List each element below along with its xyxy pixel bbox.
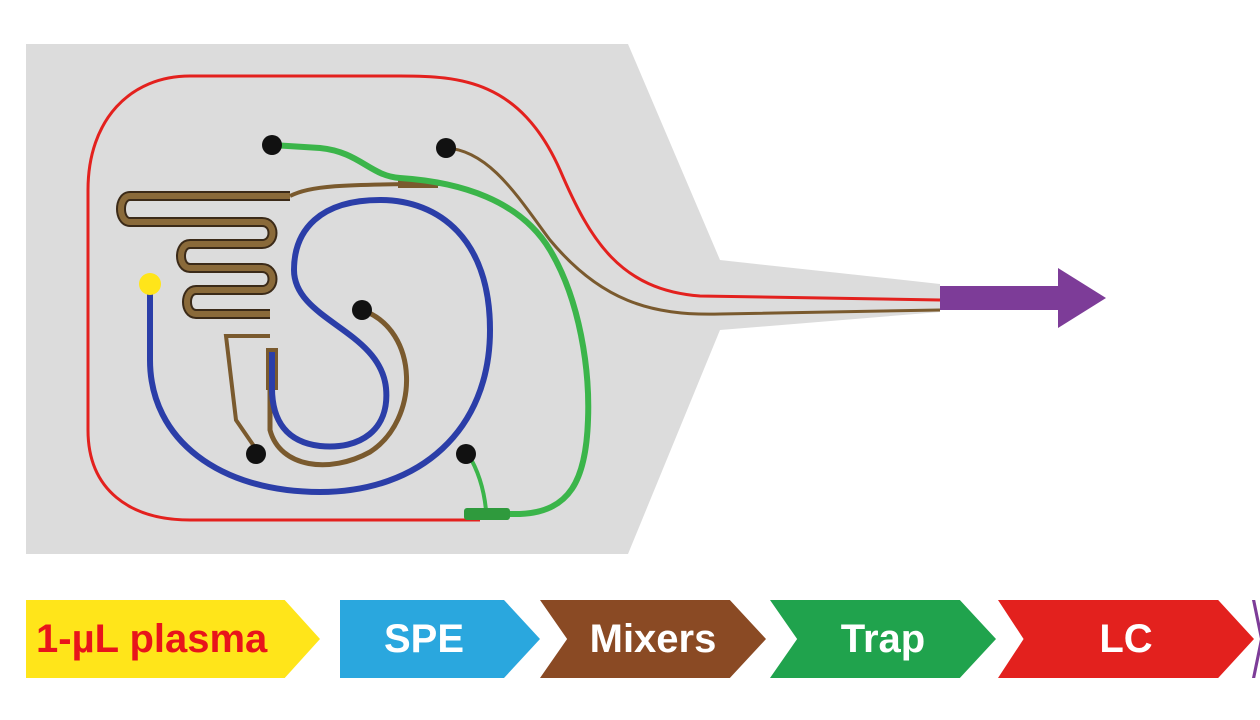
lc-channel <box>86 74 941 522</box>
mixer-junction <box>398 180 438 188</box>
mixer-side-channel <box>223 334 270 454</box>
mixer-spiral <box>267 307 410 468</box>
step-trap: Trap <box>770 600 996 678</box>
step-spe-label: SPE <box>384 616 465 661</box>
step-lc: LC <box>998 600 1254 678</box>
chip-panel <box>26 44 940 554</box>
step-trap-label: Trap <box>840 616 926 661</box>
step-lc-label: LC <box>1099 616 1153 661</box>
step-plasma: 1-µL plasma <box>26 600 320 678</box>
mixer-serpentine-edge <box>118 193 290 317</box>
port-mixer-lower <box>246 444 266 464</box>
trap-column <box>464 508 510 520</box>
trap-channel <box>271 142 592 517</box>
step-plasma-label: 1-µL plasma <box>36 616 268 661</box>
port-mixer-inlet <box>436 138 456 158</box>
port-trap-inlet <box>262 135 282 155</box>
microfluidic-chip-diagram <box>26 44 1106 554</box>
port-trap-lower <box>456 444 476 464</box>
step-spe: SPE <box>340 600 540 678</box>
step-mixers: Mixers <box>540 600 766 678</box>
step-mixers-label: Mixers <box>589 616 717 661</box>
plasma-inlet <box>139 273 161 295</box>
spe-channel <box>147 196 494 496</box>
mixer-outlet-channel <box>445 146 941 316</box>
port-mixer-center <box>352 300 372 320</box>
ms-output-arrow <box>940 268 1106 328</box>
